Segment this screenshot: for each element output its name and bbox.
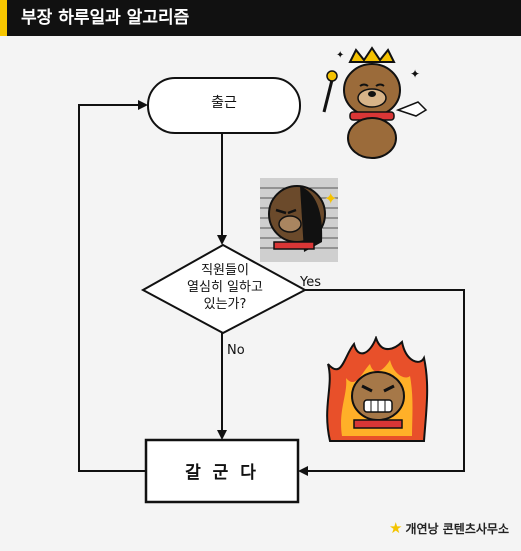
suspicious-character-illustration: ✦ — [260, 178, 338, 262]
start-node-label: 출근 — [211, 95, 237, 111]
credit-text: 개연낭 콘텐츠사무소 — [405, 522, 509, 536]
svg-text:✦: ✦ — [336, 50, 344, 61]
svg-text:✦: ✦ — [410, 67, 420, 81]
yes-branch-label: Yes — [300, 275, 321, 290]
page-title: 부장 하루일과 알고리즘 — [0, 0, 521, 36]
svg-text:✦: ✦ — [324, 189, 337, 208]
arrow-loop-back — [78, 100, 148, 472]
credit-footer: ★개연낭 콘텐츠사무소 — [389, 519, 509, 537]
angry-flaming-character-illustration — [326, 336, 429, 442]
decision-node-label: 직원들이 열심히 일하고 있는가? — [187, 263, 263, 312]
start-node — [147, 77, 301, 134]
happy-king-character-illustration: ✦ ✦ — [322, 46, 428, 159]
no-branch-label: No — [227, 343, 245, 358]
end-node-label: 갈 군 다 — [185, 463, 259, 483]
star-icon: ★ — [389, 519, 403, 537]
arrow-decision-yes — [298, 289, 465, 476]
